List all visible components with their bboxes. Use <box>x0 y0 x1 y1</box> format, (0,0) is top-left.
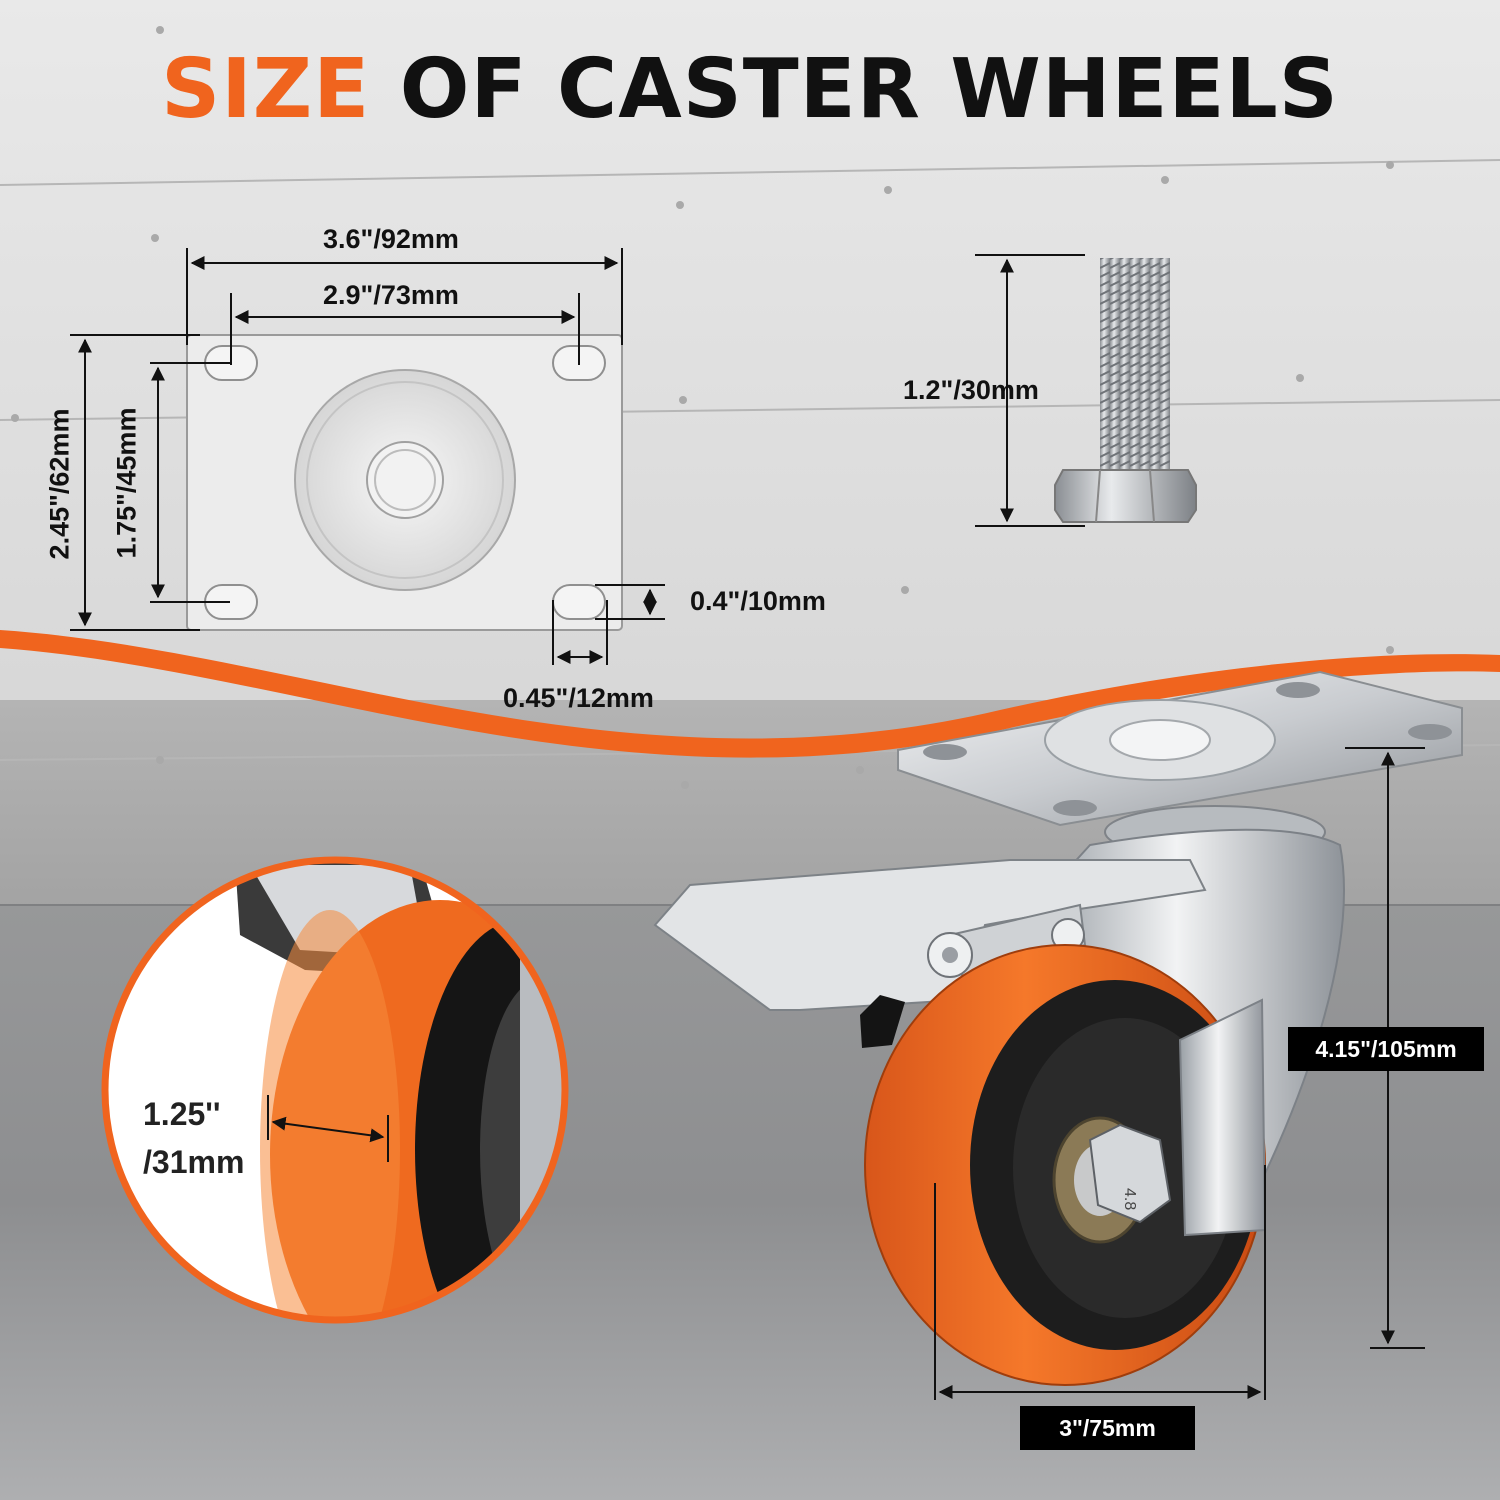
wheel-width-label-line1: 1.25'' <box>143 1096 221 1132</box>
accent-swoosh <box>0 630 1500 758</box>
wheel-diameter-label: 3"/75mm <box>1020 1406 1195 1450</box>
dimension-lines <box>70 248 665 665</box>
zoom-border <box>101 856 569 1324</box>
slot-height-label: 0.4"/10mm <box>690 586 826 616</box>
bolt-thread <box>1100 258 1170 470</box>
wheel-width-zoom <box>101 856 569 1324</box>
mounting-slot <box>552 584 606 620</box>
brake-pad <box>860 995 905 1048</box>
page-title: SIZE OF CASTER WHEELS <box>0 42 1500 137</box>
slot-width-label: 0.45"/12mm <box>503 683 654 713</box>
bolt-grade-marking: 4.8 <box>1121 1188 1138 1210</box>
bolt-dimension <box>975 254 1085 527</box>
bolt-hex-head <box>1054 469 1197 523</box>
caster-dimension-lines <box>934 747 1425 1400</box>
wheel-width-label-line2: /31mm <box>143 1144 245 1180</box>
title-accent: SIZE <box>161 42 371 137</box>
mounting-plate-diagram <box>186 334 623 631</box>
bolt-length-label: 1.2"/30mm <box>903 375 1039 405</box>
axle-nut <box>1088 1123 1172 1224</box>
plate-center-rivet <box>366 441 444 519</box>
plate-length-label: 2.45"/62mm <box>44 408 75 560</box>
plate-width-label: 3.6"/92mm <box>323 224 459 254</box>
title-rest: OF CASTER WHEELS <box>399 42 1339 137</box>
total-height-label: 4.15"/105mm <box>1288 1027 1484 1071</box>
caster-assembly: 4.8 <box>653 670 1463 1386</box>
bolt-illustration <box>1054 258 1197 523</box>
hole-spacing-width-label: 2.9"/73mm <box>323 280 459 310</box>
hole-spacing-length-label: 1.75"/45mm <box>111 407 142 559</box>
